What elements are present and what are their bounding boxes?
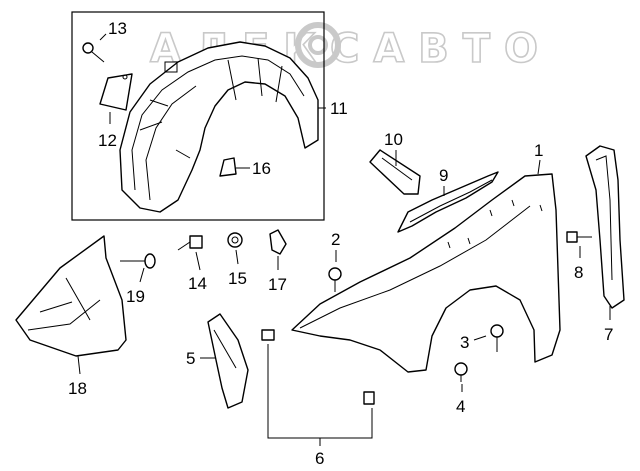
- callout-1: 1: [534, 141, 543, 160]
- callout-4: 4: [456, 397, 465, 416]
- callout-19: 19: [126, 287, 145, 306]
- callout-15: 15: [228, 269, 247, 288]
- fender-bracket-10: [369, 149, 421, 195]
- callout-16: 16: [252, 159, 271, 178]
- splash-guard-7: [585, 145, 625, 309]
- callouts: 1 2 3 4 5 6 7 8 9 10 11 12 13 16 14 15 1…: [68, 19, 613, 468]
- wheel-liner: [119, 41, 319, 213]
- bolt-8: [566, 231, 592, 243]
- wheel-liner-group-frame: [71, 11, 325, 221]
- callout-3: 3: [460, 333, 469, 352]
- watermark-logo: [295, 22, 341, 68]
- callout-18: 18: [68, 379, 87, 398]
- callout-9: 9: [439, 166, 448, 185]
- callout-14: 14: [188, 274, 207, 293]
- callout-17: 17: [268, 275, 287, 294]
- screw-2: [328, 267, 342, 292]
- push-pin-19: [120, 253, 156, 269]
- bolt-6a: [261, 329, 275, 341]
- clip-17: [269, 229, 287, 255]
- clip-16: [219, 157, 237, 177]
- callout-11: 11: [330, 99, 348, 118]
- callout-5: 5: [186, 349, 195, 368]
- callout-8: 8: [574, 263, 583, 282]
- callout-13: 13: [108, 19, 127, 38]
- bolt-6b: [363, 391, 375, 405]
- bolt-14: [177, 235, 203, 251]
- front-fender: [291, 173, 561, 373]
- callout-10: 10: [384, 130, 403, 149]
- callout-6: 6: [315, 449, 324, 468]
- fender-seal-9: [397, 171, 499, 233]
- nut-15: [227, 232, 243, 248]
- callout-2: 2: [331, 230, 340, 249]
- leader-lines: [77, 33, 611, 446]
- callout-12: 12: [98, 131, 117, 150]
- bolt-4: [454, 362, 468, 382]
- screw-13: [82, 42, 105, 63]
- screw-3: [490, 324, 504, 352]
- undercover-18: [15, 235, 127, 357]
- clip-plate: [99, 73, 133, 111]
- callout-7: 7: [604, 325, 613, 344]
- bracket-5: [207, 313, 249, 409]
